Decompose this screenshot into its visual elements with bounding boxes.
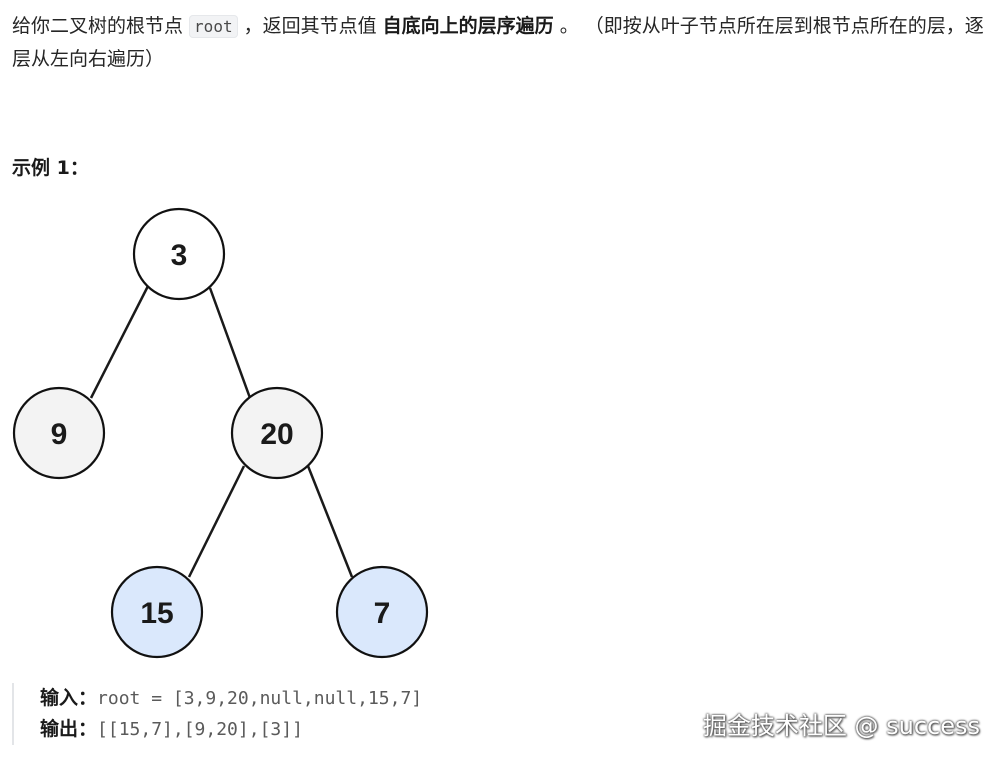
tree-node-15-circle (110, 565, 204, 659)
description-text-3: 。 （即按从叶子节点所在层到根节点所在的层，逐层从左向右遍历） (12, 15, 984, 70)
tree-node-20-label: 20 (260, 418, 293, 451)
description-bold: 自底向上的层序遍历 (382, 15, 554, 37)
tree-node-7: 7 (335, 565, 429, 659)
tree-edge-20-15 (187, 465, 246, 578)
watermark: 掘金技术社区 @ success (702, 712, 980, 740)
description-text-1: 给你二叉树的根节点 (12, 15, 190, 37)
tree-edge-3-9 (89, 285, 150, 399)
description-text-2: ，返回其节点值 (237, 15, 383, 37)
tree-node-20: 20 (230, 386, 324, 480)
tree-node-7-label: 7 (374, 597, 391, 630)
example-output-line: 输出：[[15,7],[9,20],[3]] (40, 714, 640, 745)
tree-node-7-circle (335, 565, 429, 659)
input-label: 输入： (40, 687, 98, 709)
output-label: 输出： (40, 718, 98, 740)
input-value: root = [3,9,20,null,null,15,7] (97, 688, 423, 709)
tree-node-3-label: 3 (171, 239, 188, 272)
example-title: 示例 1： (12, 157, 89, 179)
tree-node-9: 9 (12, 386, 106, 480)
tree-node-15: 15 (110, 565, 204, 659)
tree-edge-3-20 (208, 287, 252, 399)
tree-node-15-label: 15 (140, 597, 173, 630)
example-input-line: 输入：root = [3,9,20,null,null,15,7] (40, 683, 640, 714)
tree-edge-20-7 (306, 465, 354, 578)
inline-code-root: root (189, 15, 238, 38)
example-io-block: 输入：root = [3,9,20,null,null,15,7] 输出：[[1… (12, 683, 640, 745)
output-value: [[15,7],[9,20],[3]] (97, 719, 303, 740)
tree-node-3-circle (132, 207, 226, 301)
tree-node-3: 3 (132, 207, 226, 301)
tree-node-9-label: 9 (51, 418, 68, 451)
tree-node-20-circle (230, 386, 324, 480)
tree-node-9-circle (12, 386, 106, 480)
binary-tree-diagram: 3 9 20 15 7 (12, 207, 429, 659)
problem-description: 给你二叉树的根节点 root ，返回其节点值 自底向上的层序遍历 。 （即按从叶… (12, 10, 997, 75)
